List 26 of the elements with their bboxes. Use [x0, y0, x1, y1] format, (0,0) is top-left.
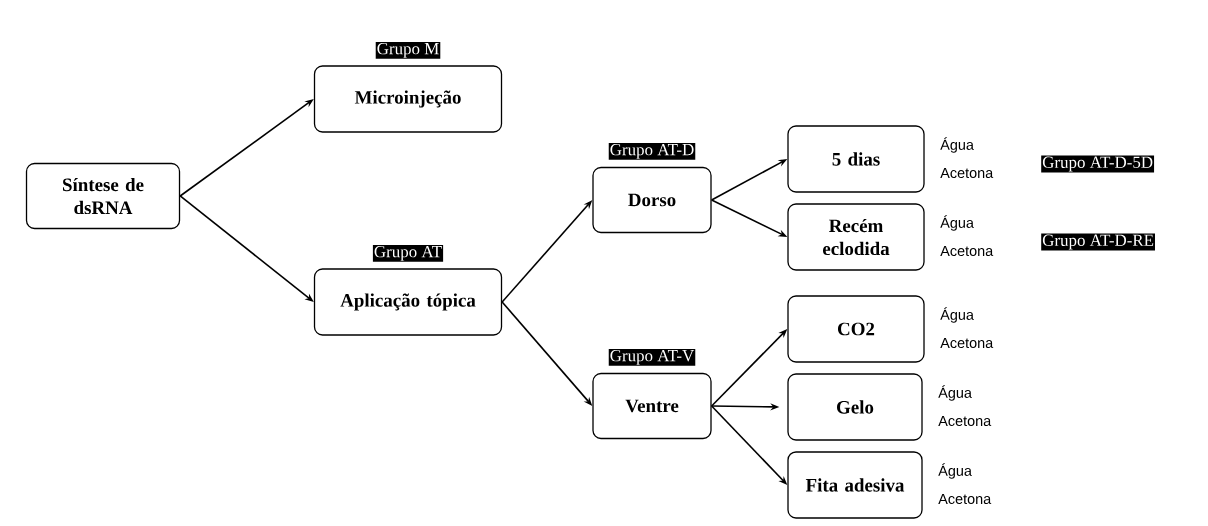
process-box: CO2	[787, 295, 925, 363]
process-box: Recém eclodida	[787, 203, 925, 271]
note-text: Água	[940, 307, 974, 323]
group-label: Grupo AT-D	[608, 143, 696, 160]
process-box: Gelo	[787, 373, 923, 441]
group-label: Grupo M	[375, 42, 441, 59]
note-text: Acetona	[938, 415, 992, 427]
process-box: Microinjeção	[313, 65, 503, 133]
note-text: Acetona	[938, 493, 992, 505]
process-box: Dorso	[592, 166, 712, 234]
note-text: Água	[940, 137, 974, 153]
process-box: Ventre	[592, 372, 712, 440]
group-label: Grupo AT-D-5D	[1041, 155, 1155, 173]
note-text: Acetona	[940, 337, 994, 349]
group-label: Grupo AT	[372, 244, 444, 262]
note-text: Água	[938, 385, 972, 401]
note-text: Água	[940, 215, 974, 231]
group-label: Grupo AT-D-RE	[1041, 233, 1155, 251]
process-box: 5 dias	[787, 125, 925, 193]
group-label: Grupo AT-V	[608, 348, 696, 366]
note-text: Acetona	[940, 245, 994, 257]
note-text: Acetona	[940, 167, 994, 179]
process-box: Fita adesiva	[787, 451, 923, 519]
process-box: Aplicação tópica	[313, 268, 503, 336]
process-box: Síntese de dsRNA	[25, 162, 181, 230]
note-text: Água	[938, 463, 972, 479]
